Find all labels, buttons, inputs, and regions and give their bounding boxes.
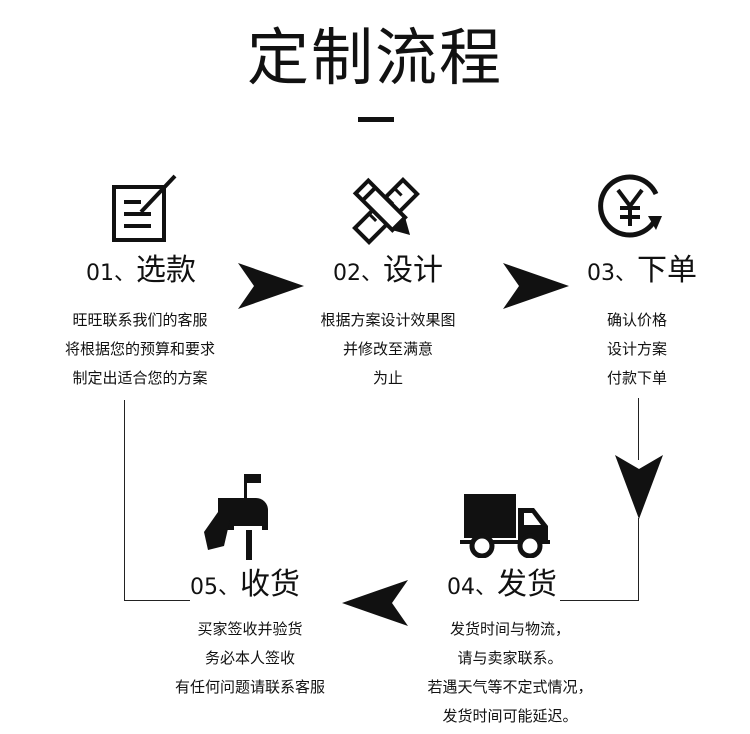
step-05-line: 务必本人签收: [204, 649, 295, 667]
step-01-number: 01、: [86, 261, 136, 286]
step-04-line: 发货时间可能延迟。: [442, 707, 578, 725]
delivery-truck-icon: [460, 492, 552, 558]
yen-coin-icon: [598, 172, 664, 242]
pencil-ruler-icon: [350, 175, 422, 247]
step-01-line: 旺旺联系我们的客服: [72, 311, 208, 329]
step-03-description: 确认价格 设计方案 付款下单: [567, 306, 707, 393]
connector-line: [124, 400, 125, 601]
step-02-number: 02、: [333, 261, 383, 286]
step-02-description: 根据方案设计效果图 并修改至满意 为止: [288, 306, 488, 393]
arrow-left-icon: [342, 580, 408, 630]
step-05-description: 买家签收并验货 务必本人签收 有任何问题请联系客服: [150, 615, 350, 702]
connector-line: [560, 600, 639, 601]
connector-line: [638, 398, 639, 460]
step-03-line: 设计方案: [606, 340, 667, 358]
step-03-title: 下单: [637, 253, 697, 288]
step-04-line: 发货时间与物流，: [449, 620, 570, 638]
step-02-label: 02、设计: [333, 253, 443, 292]
step-04-line: 请与卖家联系。: [457, 649, 563, 667]
step-05-label: 05、收货: [190, 567, 300, 606]
step-03-line: 确认价格: [606, 311, 667, 329]
edit-note-icon: [111, 172, 179, 244]
step-05-line: 买家签收并验货: [197, 620, 303, 638]
title-underline: [358, 117, 394, 122]
step-02-line: 为止: [372, 369, 403, 387]
connector-line: [124, 600, 190, 601]
step-05-title: 收货: [240, 567, 300, 602]
step-05-line: 有任何问题请联系客服: [174, 678, 325, 696]
step-05-number: 05、: [190, 575, 240, 600]
arrow-right-icon: [503, 263, 569, 313]
step-04-line: 若遇天气等不定式情况，: [427, 678, 593, 696]
step-03-line: 付款下单: [606, 369, 667, 387]
page-title: 定制流程: [246, 21, 503, 94]
step-01-label: 01、选款: [86, 253, 196, 292]
mailbox-icon: [200, 472, 276, 562]
connector-line: [638, 518, 639, 600]
step-01-title: 选款: [136, 253, 196, 288]
arrow-right-icon: [238, 263, 304, 313]
step-03-number: 03、: [587, 261, 637, 286]
step-04-number: 04、: [447, 575, 497, 600]
step-01-line: 将根据您的预算和要求: [64, 340, 215, 358]
arrow-down-icon: [615, 455, 663, 523]
step-02-title: 设计: [383, 253, 443, 288]
step-04-title: 发货: [497, 567, 557, 602]
step-01-line: 制定出适合您的方案: [72, 369, 208, 387]
step-02-line: 根据方案设计效果图: [320, 311, 456, 329]
step-02-line: 并修改至满意: [342, 340, 433, 358]
step-03-label: 03、下单: [587, 253, 697, 292]
step-01-description: 旺旺联系我们的客服 将根据您的预算和要求 制定出适合您的方案: [40, 306, 240, 393]
step-04-description: 发货时间与物流， 请与卖家联系。 若遇天气等不定式情况， 发货时间可能延迟。: [400, 615, 620, 731]
step-04-label: 04、发货: [447, 567, 557, 606]
